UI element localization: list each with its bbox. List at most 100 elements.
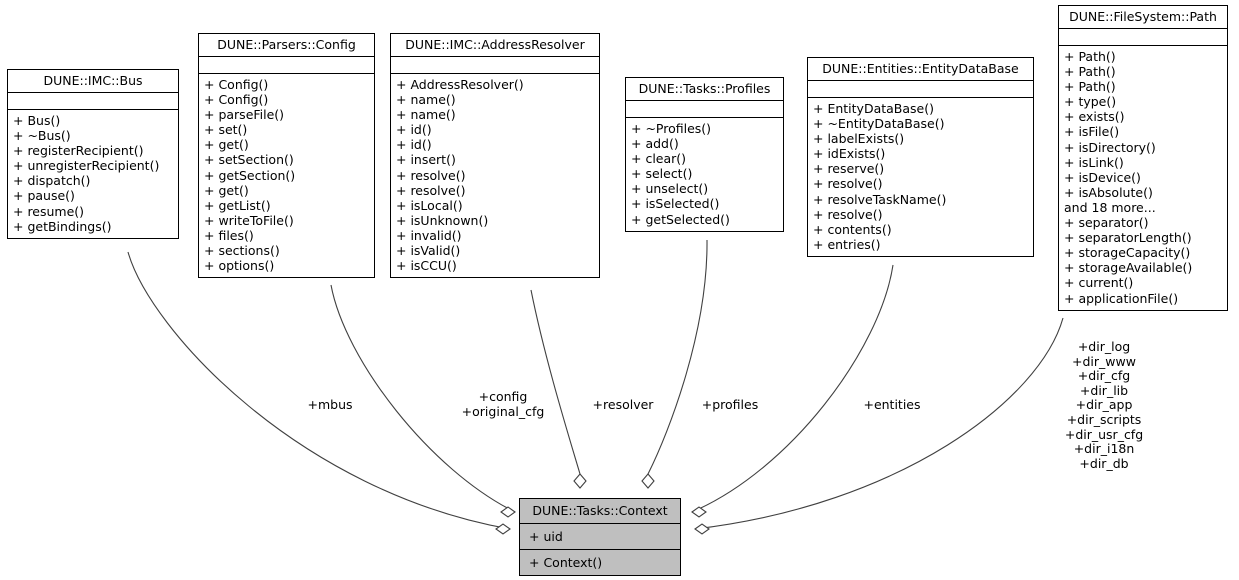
operation: + files() (204, 227, 254, 243)
class-title: DUNE::Tasks::Profiles (626, 78, 783, 101)
operation: + applicationFile() (1064, 290, 1179, 306)
edge-label-resolver: +resolver (592, 397, 654, 412)
operation: + dispatch() (13, 173, 91, 189)
operation: + insert() (396, 152, 456, 168)
aggregation-diamond-entities (691, 506, 707, 518)
operation: + entries() (813, 236, 881, 252)
operation: + getBindings() (13, 218, 112, 234)
class-attributes: + uid (520, 524, 680, 550)
operation-more: and 18 more... (1064, 199, 1156, 215)
operation: + select() (631, 166, 693, 182)
class-operations: + AddressResolver() + name() + name() + … (391, 74, 599, 277)
operation: + isDirectory() (1064, 139, 1156, 155)
class-box-config[interactable]: DUNE::Parsers::Config + Config() + Confi… (198, 33, 375, 279)
operation: + resolve() (813, 206, 883, 222)
class-box-addressresolver[interactable]: DUNE::IMC::AddressResolver + AddressReso… (390, 33, 600, 279)
operation: + id() (396, 137, 432, 153)
class-attributes (1059, 29, 1227, 46)
edge-profiles (647, 239, 708, 475)
aggregation-diamond-mbus (495, 523, 511, 535)
edge-label-entities: +entities (863, 397, 921, 412)
class-operations: + Path() + Path() + Path() + type() + ex… (1059, 46, 1227, 310)
class-box-bus[interactable]: DUNE::IMC::Bus + Bus() + ~Bus() + regist… (7, 69, 179, 239)
operation: + get() (204, 137, 249, 153)
operation: + Context() (529, 555, 603, 570)
class-box-path[interactable]: DUNE::FileSystem::Path + Path() + Path()… (1058, 5, 1228, 311)
operation: + setSection() (204, 152, 294, 168)
operation: + separatorLength() (1064, 230, 1192, 246)
operation: + separator() (1064, 215, 1149, 231)
operation: + unselect() (631, 181, 709, 197)
operation: + unregisterRecipient() (13, 158, 160, 174)
operation: + storageAvailable() (1064, 260, 1193, 276)
operation: + resume() (13, 203, 85, 219)
operation: + name() (396, 92, 456, 108)
class-title: DUNE::Entities::EntityDataBase (808, 58, 1033, 81)
class-attributes (199, 57, 374, 74)
operation: + id() (396, 122, 432, 138)
operation: + Path() (1064, 64, 1116, 80)
operation: + writeToFile() (204, 212, 294, 228)
operation: + registerRecipient() (13, 143, 144, 159)
class-attributes (8, 93, 178, 110)
class-title: DUNE::Parsers::Config (199, 34, 374, 57)
operation: + ~Bus() (13, 128, 71, 144)
operation: + name() (396, 107, 456, 123)
edge-label-dirs: +dir_log +dir_www +dir_cfg +dir_lib +dir… (1064, 339, 1144, 471)
operation: + EntityDataBase() (813, 101, 934, 116)
operation: + isSelected() (631, 196, 720, 212)
operation: + exists() (1064, 109, 1125, 125)
aggregation-diamond-resolver (573, 473, 587, 489)
class-box-context[interactable]: DUNE::Tasks::Context + uid + Context() (519, 498, 681, 577)
operation: + isCCU() (396, 258, 457, 274)
class-title: DUNE::Tasks::Context (520, 499, 680, 524)
class-title: DUNE::IMC::AddressResolver (391, 34, 599, 57)
class-box-profiles[interactable]: DUNE::Tasks::Profiles + ~Profiles() + ad… (625, 77, 784, 232)
class-operations: + ~Profiles() + add() + clear() + select… (626, 118, 783, 231)
edge-label-profiles: +profiles (701, 397, 759, 412)
aggregation-diamond-profiles (641, 473, 655, 489)
operation: + isLink() (1064, 154, 1124, 170)
edge-entities (691, 264, 894, 513)
edge-label-mbus: +mbus (307, 397, 353, 412)
operation: + Bus() (13, 113, 61, 128)
operation: + type() (1064, 94, 1117, 110)
operation: + isValid() (396, 243, 461, 259)
class-operations: + EntityDataBase() + ~EntityDataBase() +… (808, 98, 1033, 256)
class-title: DUNE::FileSystem::Path (1059, 6, 1227, 29)
operation: + clear() (631, 151, 687, 167)
operation: + reserve() (813, 161, 885, 177)
operation: + resolve() (813, 176, 883, 192)
class-title: DUNE::IMC::Bus (8, 70, 178, 93)
operation: + storageCapacity() (1064, 245, 1191, 261)
operation: + Config() (204, 77, 269, 92)
operation: + add() (631, 136, 679, 152)
operation: + isUnknown() (396, 212, 489, 228)
class-operations: + Config() + Config() + parseFile() + se… (199, 74, 374, 277)
operation: + pause() (13, 188, 75, 204)
operation: + set() (204, 122, 248, 138)
operation: + ~Profiles() (631, 121, 712, 136)
edge-dirs (694, 317, 1064, 530)
operation: + resolveTaskName() (813, 191, 947, 207)
operation: + resolve() (396, 182, 466, 198)
operation: + parseFile() (204, 107, 285, 123)
operation: + isAbsolute() (1064, 184, 1153, 200)
operation: + isLocal() (396, 197, 463, 213)
operation: + Path() (1064, 49, 1116, 64)
operation: + contents() (813, 221, 892, 237)
operation: + getSection() (204, 167, 296, 183)
operation: + getSelected() (631, 211, 730, 227)
operation: + ~EntityDataBase() (813, 116, 945, 132)
edge-label-config: +config +original_cfg (461, 389, 545, 419)
operation: + get() (204, 182, 249, 198)
edge-resolver (530, 289, 581, 475)
operation: + getList() (204, 197, 271, 213)
class-box-entitydatabase[interactable]: DUNE::Entities::EntityDataBase + EntityD… (807, 57, 1034, 257)
aggregation-diamond-config (500, 506, 516, 518)
operation: + idExists() (813, 146, 886, 162)
operation: + options() (204, 258, 275, 274)
class-attributes (626, 101, 783, 118)
operation: + resolve() (396, 167, 466, 183)
